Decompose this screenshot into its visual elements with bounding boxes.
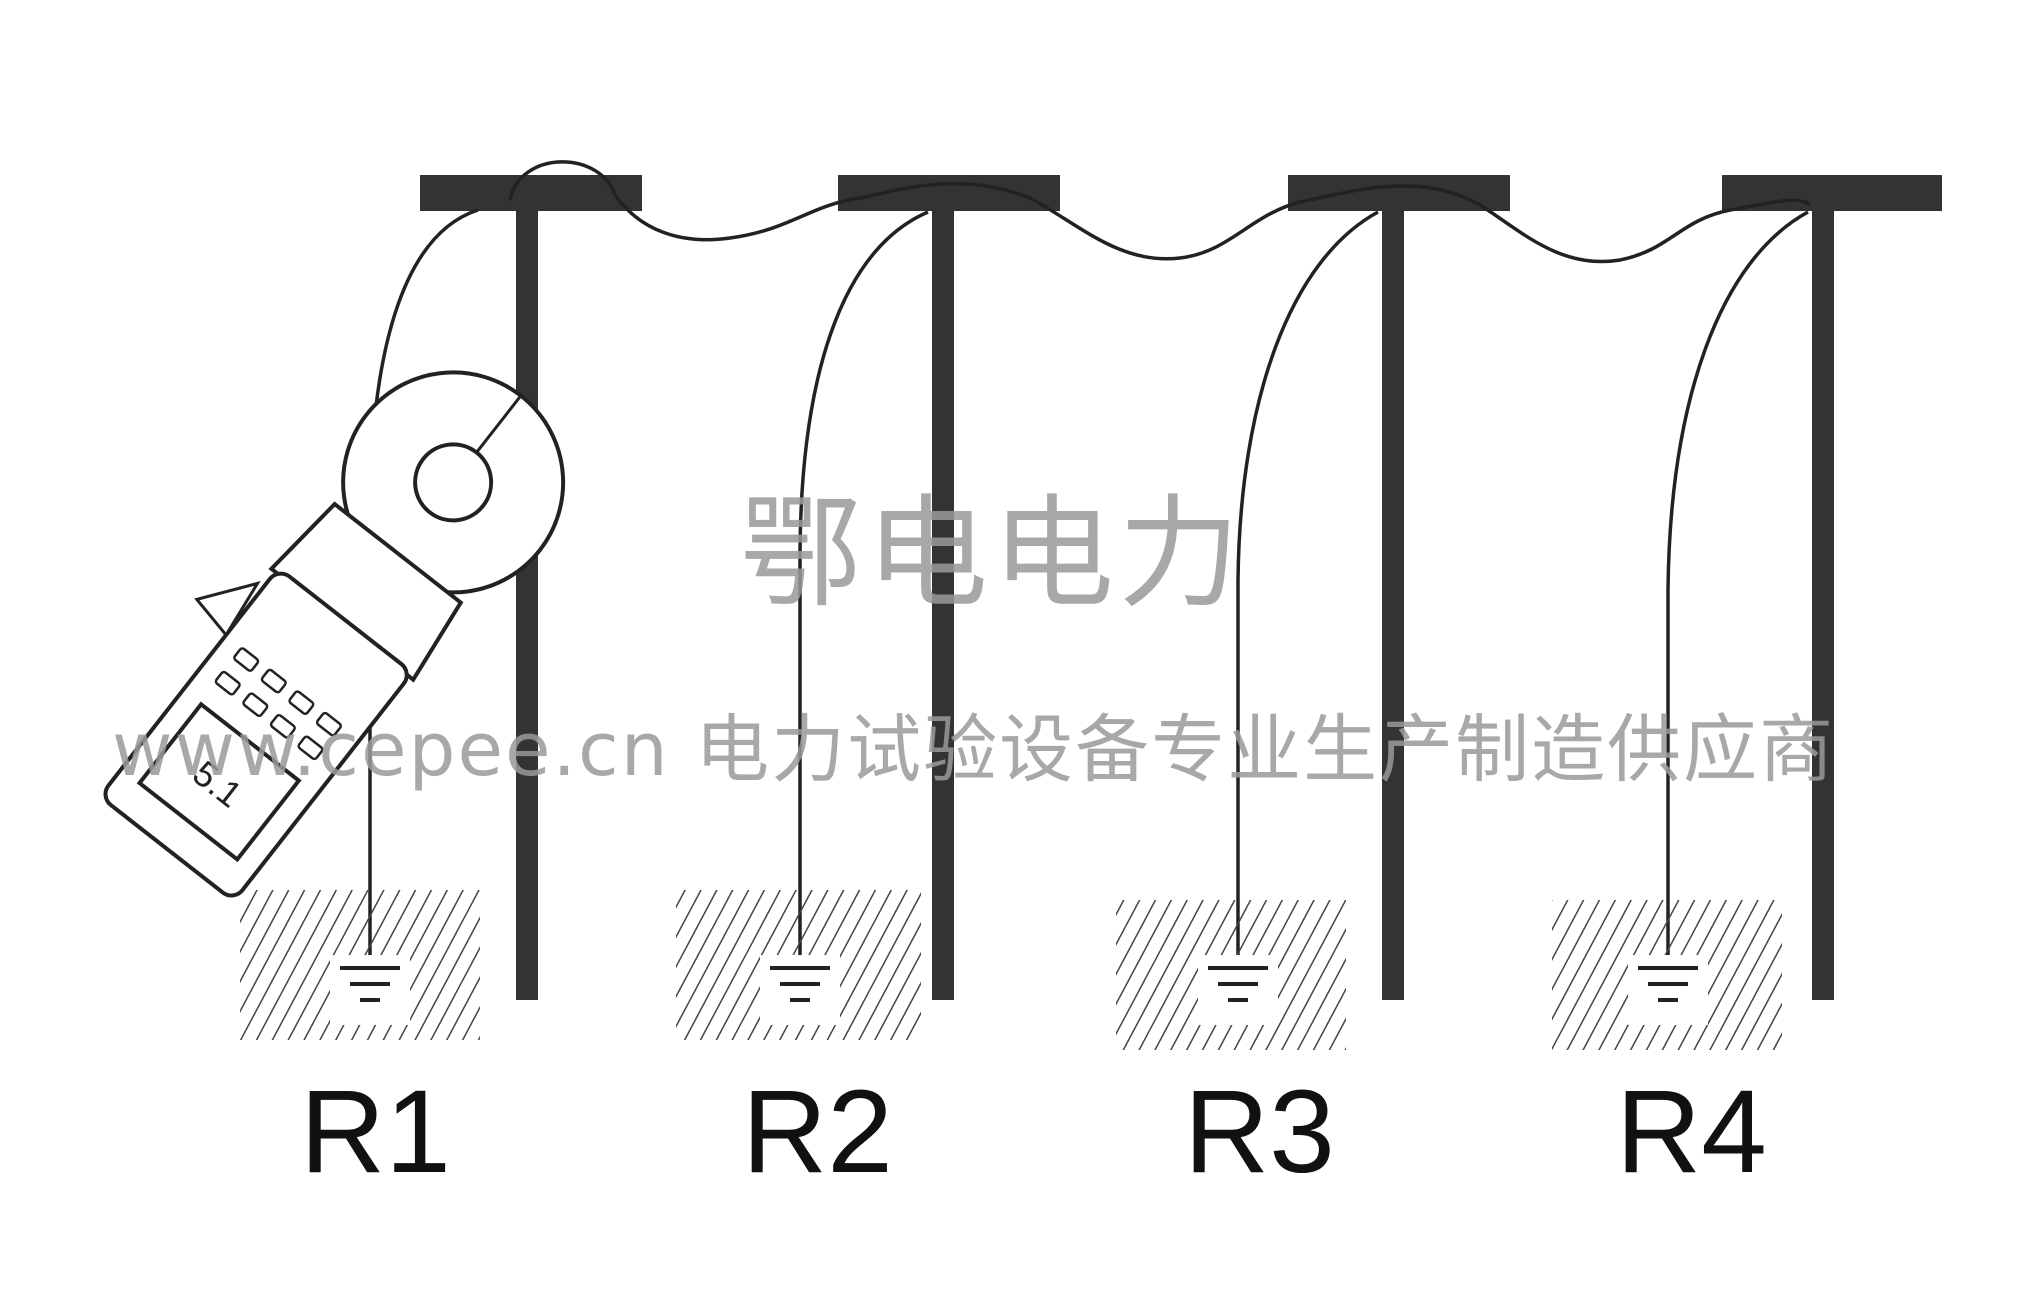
pole-3 <box>1382 205 1404 1000</box>
electrode-labels: R1 R2 R3 R4 <box>300 1066 1767 1198</box>
ground-icon <box>330 955 410 1025</box>
earth-blocks <box>240 890 1782 1050</box>
meter-buttons <box>214 647 342 761</box>
pole-2 <box>932 205 954 1000</box>
pole-4 <box>1812 205 1834 1000</box>
clamp-meter: 5.1 <box>103 370 566 898</box>
overhead-ground-wire <box>508 160 1812 264</box>
ground-icon <box>760 955 840 1025</box>
ground-icon <box>1198 955 1278 1025</box>
pole-1 <box>516 205 538 1000</box>
ground-icon <box>1628 955 1708 1025</box>
watermark-brand: 鄂电电力 <box>740 483 1244 625</box>
down-conductor-4 <box>1666 210 1809 960</box>
meter-screen <box>136 701 302 863</box>
crossarms <box>420 175 1942 211</box>
ground-symbols <box>330 955 1708 1025</box>
down-conductor-3 <box>1236 210 1379 960</box>
electrode-label-r3: R3 <box>1184 1066 1335 1198</box>
watermark-site: www.cepee.cn 电力试验设备专业生产制造供应商 <box>112 707 1836 793</box>
electrode-label-r4: R4 <box>1616 1066 1767 1198</box>
electrode-label-r2: R2 <box>742 1066 893 1198</box>
down-conductor-2 <box>798 210 929 960</box>
electrode-label-r1: R1 <box>300 1066 451 1198</box>
